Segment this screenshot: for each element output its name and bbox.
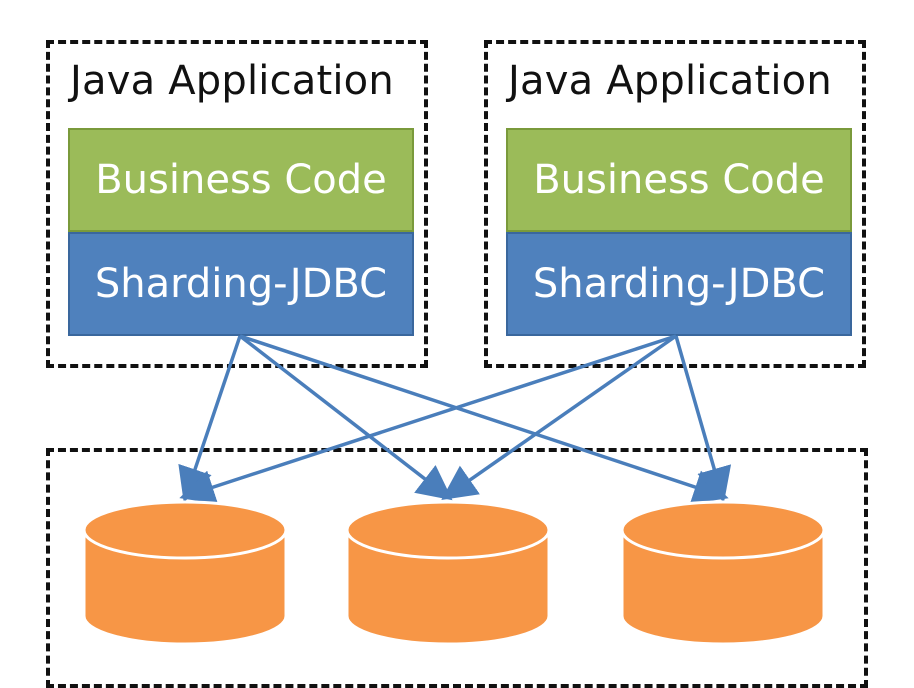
sharding-jdbc-layer-2: Sharding-JDBC	[506, 232, 852, 336]
business-code-layer-1: Business Code	[68, 128, 414, 232]
java-application-box-2: Java Application Business Code Sharding-…	[484, 40, 866, 368]
sharding-jdbc-layer-1: Sharding-JDBC	[68, 232, 414, 336]
app-title-2: Java Application	[508, 58, 832, 104]
app-title-1: Java Application	[70, 58, 394, 104]
database-cluster-box	[46, 448, 868, 688]
java-application-box-1: Java Application Business Code Sharding-…	[46, 40, 428, 368]
business-code-layer-2: Business Code	[506, 128, 852, 232]
